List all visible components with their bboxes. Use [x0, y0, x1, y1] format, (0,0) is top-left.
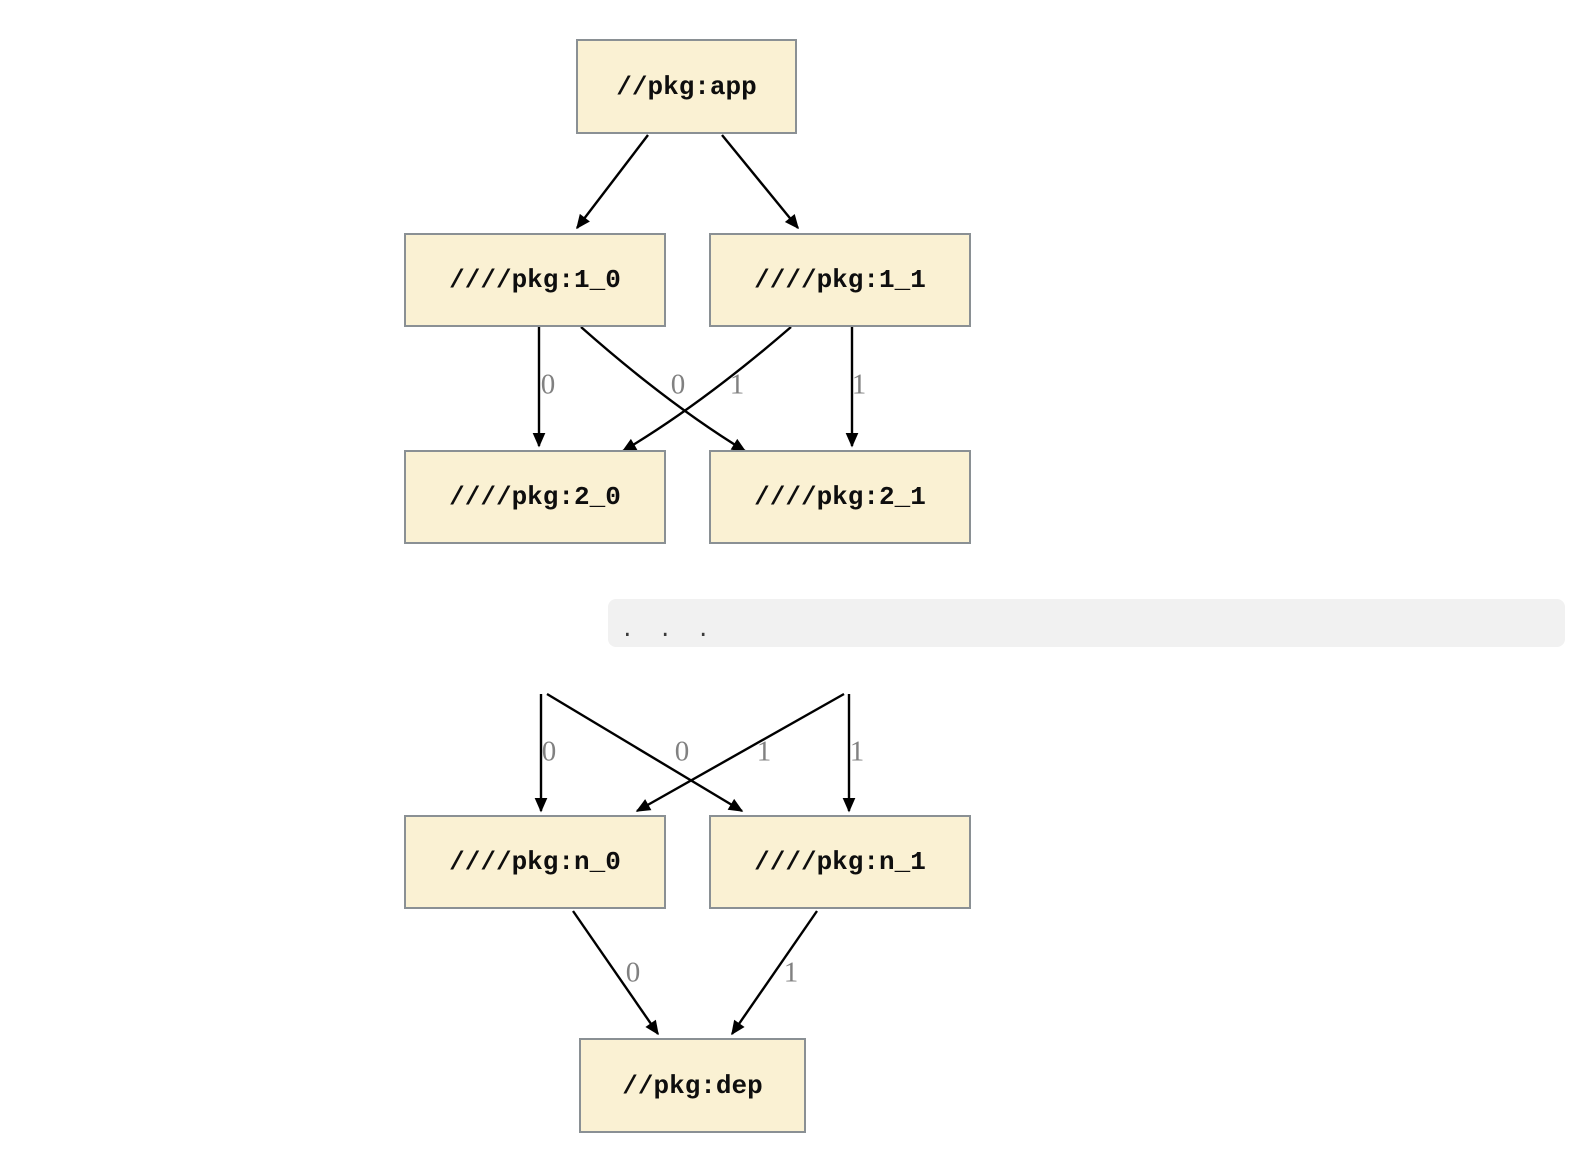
node-pkg-1_0: ////pkg:1_0 [404, 233, 666, 327]
edge-prev1-n_0 [635, 692, 845, 813]
edge-1_1-2_0 [621, 326, 792, 453]
edge-label-1_0-2_0: 0 [540, 368, 556, 401]
edge-label-n_1-dep: 1 [783, 956, 799, 989]
edge-label-prev1-n_0: 0 [674, 735, 690, 768]
edge-app-1_0 [576, 134, 649, 230]
node-pkg-dep: //pkg:dep [579, 1038, 806, 1133]
edge-label-prev1-n_1: 1 [849, 735, 865, 768]
edge-label-prev0-n_1: 1 [756, 735, 772, 768]
node-pkg-app: //pkg:app [576, 39, 797, 134]
edge-prev0-n_1 [546, 692, 744, 813]
edge-label-1_0-2_1: 1 [729, 368, 745, 401]
edge-app-1_1 [721, 134, 799, 230]
node-pkg-1_1: ////pkg:1_1 [709, 233, 971, 327]
edge-label-n_0-dep: 0 [625, 956, 641, 989]
node-pkg-2_1: ////pkg:2_1 [709, 450, 971, 544]
node-pkg-n_1: ////pkg:n_1 [709, 815, 971, 909]
node-pkg-2_0: ////pkg:2_0 [404, 450, 666, 544]
edge-1_0-2_1 [580, 326, 747, 453]
edge-label-prev0-n_0: 0 [541, 735, 557, 768]
edge-label-1_1-2_1: 1 [851, 368, 867, 401]
node-pkg-n_0: ////pkg:n_0 [404, 815, 666, 909]
edge-n_1-dep [731, 910, 818, 1036]
edge-label-1_1-2_0: 0 [670, 368, 686, 401]
ellipsis-dots: . . . [621, 617, 710, 641]
edge-n_0-dep [572, 910, 659, 1036]
ellipsis-bar: . . . [608, 599, 1565, 647]
